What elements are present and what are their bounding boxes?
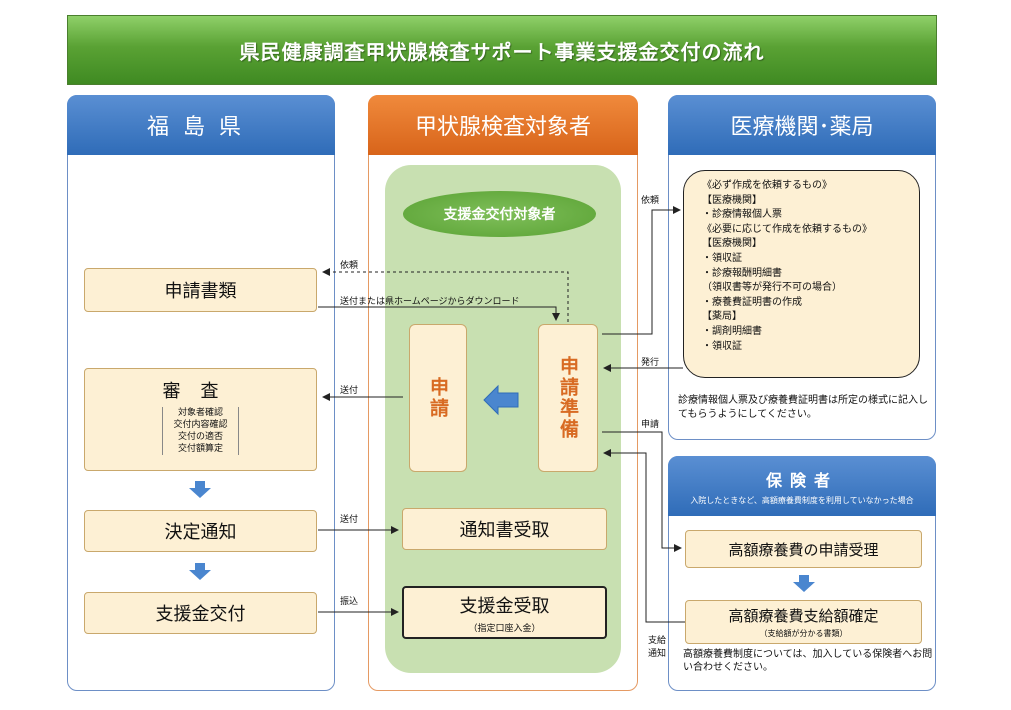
blue-arrow-down-3 [793, 575, 815, 592]
payment-notice-arrow [603, 449, 685, 623]
apply-arrow [602, 431, 682, 552]
label-transfer: 振込 [340, 597, 359, 607]
label-send-1: 送付 [340, 386, 359, 396]
review-title: 審査 [162, 381, 239, 402]
target-label: 支援金交付対象者 [403, 191, 596, 237]
review-items: 対象者確認 交付内容確認 交付の適否 交付額算定 [162, 407, 239, 455]
application-docs-box: 申請書類 [84, 268, 317, 312]
label-payment-1: 支給 [648, 636, 667, 646]
medical-docs-line: 【薬局】 [702, 311, 742, 323]
label-send-2: 送付 [340, 515, 359, 525]
label-send-or-download: 送付または県ホームページからダウンロード [340, 297, 520, 307]
insurer-subtitle: 入院したときなど、高額療養費制度を利用していなかった場合 [690, 495, 914, 505]
insurer-confirm-box: 高額療養費支給額確定 （支給額が分かる書類） [685, 600, 922, 644]
insurer-accept-box: 高額療養費の申請受理 [685, 530, 922, 568]
insurer-confirm-label: 高額療養費支給額確定 [728, 607, 879, 625]
medical-docs-line: ・療養費証明書の作成 [702, 296, 802, 308]
medical-note: 診療情報個人票及び療養費証明書は所定の様式に記入してもらうようにしてください。 [678, 395, 928, 420]
review-box: 審査 対象者確認 交付内容確認 交付の適否 交付額算定 [84, 368, 317, 471]
insurer-confirm-note: （支給額が分かる書類） [759, 629, 848, 638]
review-item: 交付内容確認 [173, 420, 228, 430]
medical-docs-line: 【医療機関】 [702, 238, 762, 250]
insurer-title: 保険者 [765, 470, 838, 490]
medical-docs-line: ・領収証 [702, 340, 742, 352]
notice-received-box: 通知書受取 [402, 508, 607, 550]
blue-arrow-down-2 [189, 563, 211, 580]
medical-docs-line: 【医療機関】 [702, 194, 762, 206]
support-payment-box: 支援金交付 [84, 592, 317, 634]
application-box: 申請 [409, 324, 467, 472]
insurer-header: 保険者 入院したときなど、高額療養費制度を利用していなかった場合 [668, 456, 936, 516]
medical-docs-line: ・診療情報個人票 [702, 209, 782, 221]
label-apply: 申請 [641, 420, 660, 430]
support-received-note: （指定口座入金） [468, 623, 541, 634]
medical-docs-line: 《必要に応じて作成を依頼するもの》 [702, 223, 872, 235]
medical-docs-line: ・調剤明細書 [702, 325, 762, 337]
label-payment-2: 通知 [648, 649, 667, 659]
medical-header: 医療機関･薬局 [668, 95, 936, 155]
medical-docs-line: ・領収証 [702, 252, 742, 264]
review-item: 対象者確認 [177, 408, 223, 418]
page-title: 県民健康調査甲状腺検査サポート事業支援金交付の流れ [67, 15, 937, 85]
medical-docs-line: 《必ず作成を依頼するもの》 [702, 180, 832, 191]
prefecture-header: 福島県 [67, 95, 335, 155]
examinee-header: 甲状腺検査対象者 [368, 95, 638, 155]
request-arrow-right [602, 206, 681, 335]
blue-arrow-down-1 [189, 481, 211, 498]
label-request-left: 依頼 [340, 261, 359, 271]
label-issue: 発行 [641, 358, 660, 368]
preparation-box: 申請準備 [538, 324, 598, 472]
review-item: 交付の適否 [177, 432, 223, 442]
label-request-right: 依頼 [641, 196, 660, 206]
medical-docs-line: ・診療報酬明細書 [702, 267, 782, 279]
review-item: 交付額算定 [177, 444, 223, 454]
support-received-label: 支援金受取 [459, 595, 550, 617]
medical-docs-line: （領収書等が発行不可の場合） [702, 282, 842, 294]
decision-notice-box: 決定通知 [84, 510, 317, 552]
blue-arrow-left [483, 384, 519, 416]
download-arrow [318, 306, 560, 321]
insurer-note: 高額療養費制度については、加入している保険者へお問い合わせください。 [683, 649, 933, 673]
support-received-box: 支援金受取 （指定口座入金） [402, 586, 607, 639]
medical-docs-box: 《必ず作成を依頼するもの》 【医療機関】 ・診療情報個人票 《必要に応じて作成を… [683, 170, 920, 378]
request-arrow-left [322, 268, 569, 322]
